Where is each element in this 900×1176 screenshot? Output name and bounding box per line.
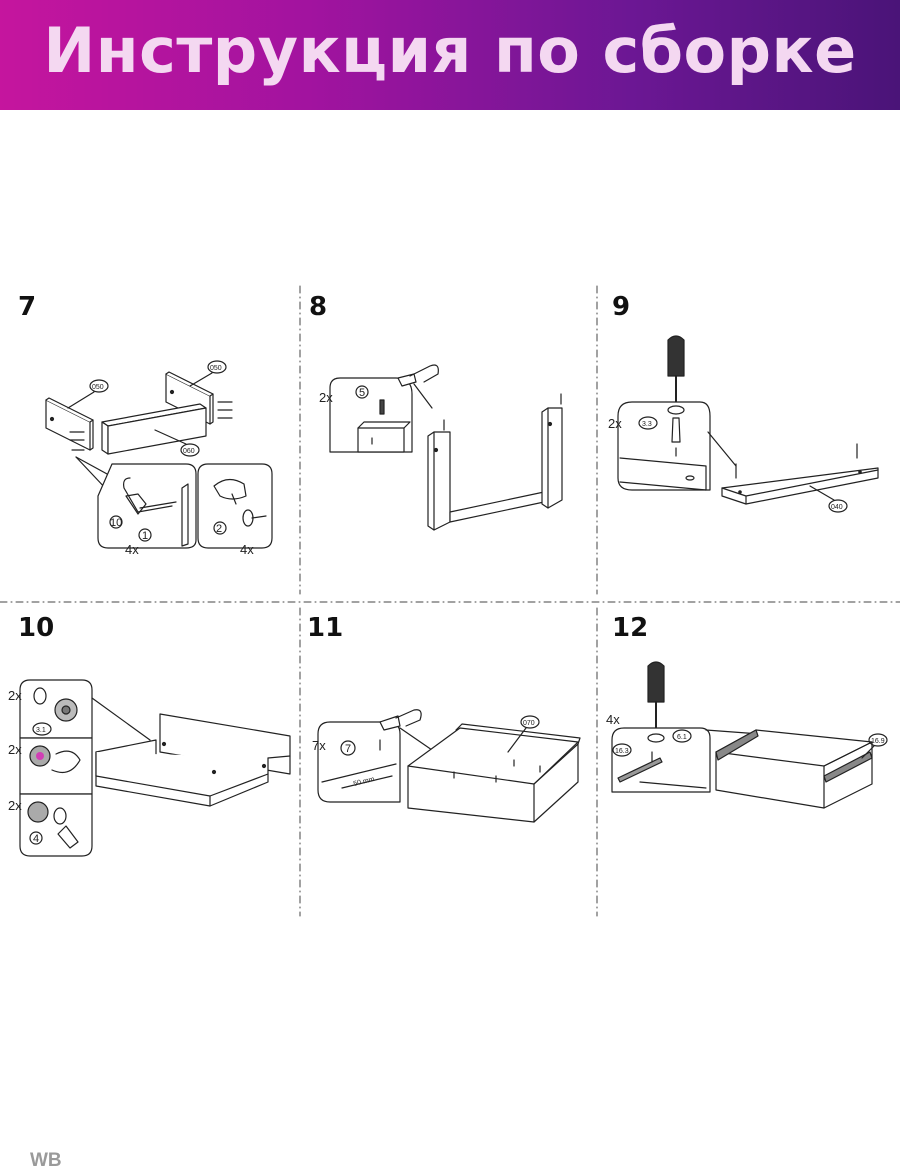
step-number: 12 [612, 613, 648, 643]
header-banner: Инструкция по сборке [0, 0, 900, 110]
page-title: Инструкция по сборке [43, 14, 857, 87]
quantity-label: 4x [125, 542, 139, 557]
assembly-instructions: 7 050 050 060 10 [0, 282, 900, 922]
step-12: 12 4x 6.1 16.3 16.9 [606, 613, 888, 809]
part-label: 060 [183, 448, 195, 455]
callout-number: 2 [216, 523, 222, 535]
callout-number: 1 [142, 530, 148, 542]
callout-number: 7 [345, 743, 351, 755]
callout-number: 10 [110, 517, 122, 529]
quantity-label: 4x [240, 542, 254, 557]
part-label: 050 [210, 365, 222, 372]
quantity-label: 2x [319, 390, 333, 405]
step-8: 8 2x 5 [309, 292, 563, 531]
callout-number: 16.3 [615, 748, 629, 755]
instructions-drawing: 7 050 050 060 10 [0, 285, 900, 917]
step-9: 9 2x 3.3 040 [608, 292, 879, 513]
quantity-label: 7x [312, 738, 326, 753]
callout-number: 3.1 [36, 727, 46, 734]
step-10: 10 2x 2x 2x 3.1 4 [8, 613, 291, 857]
watermark-logo: WB [30, 1150, 62, 1171]
grid-separators [0, 285, 900, 917]
step-number: 10 [18, 613, 54, 643]
part-label: 070 [523, 720, 535, 727]
callout-number: 3.3 [642, 421, 652, 428]
callout-number: 6.1 [677, 734, 687, 741]
quantity-label: 4x [606, 712, 620, 727]
callout-number: 5 [359, 387, 365, 399]
quantity-label: 2x [8, 798, 22, 813]
step-number: 7 [18, 292, 36, 322]
part-label: 050 [92, 384, 104, 391]
callout-number: 4 [33, 833, 39, 845]
quantity-label: 2x [8, 688, 22, 703]
step-number: 8 [309, 292, 327, 322]
step-7: 7 050 050 060 10 [18, 292, 273, 557]
part-label: 040 [831, 504, 843, 511]
step-number: 9 [612, 292, 630, 322]
callout-number: 16.9 [871, 738, 885, 745]
quantity-label: 2x [8, 742, 22, 757]
step-11: 11 7x 7 50 mm 070 [307, 613, 581, 823]
quantity-label: 2x [608, 416, 622, 431]
step-number: 11 [307, 613, 343, 643]
